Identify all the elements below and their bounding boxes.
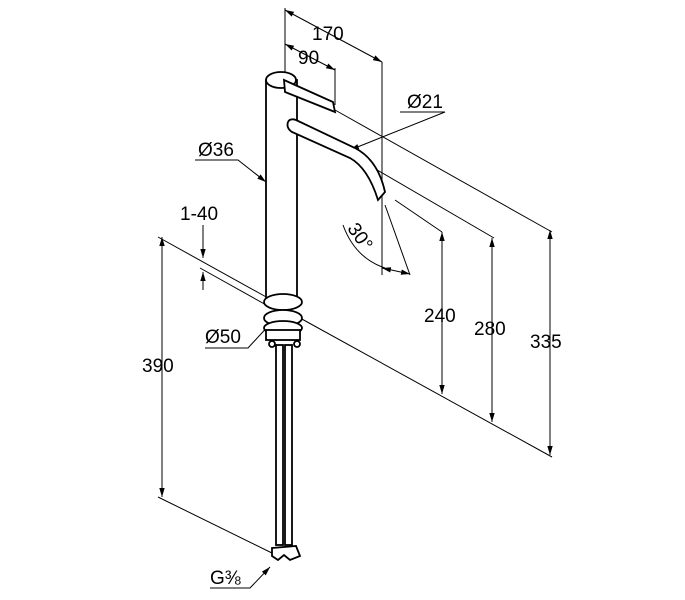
dimension-lines xyxy=(159,9,553,589)
dim-body-diameter: Ø36 xyxy=(198,140,234,161)
extension-lines xyxy=(157,8,553,556)
dim-spout-diameter: Ø21 xyxy=(407,92,443,113)
dim-spout-outlet-height: 240 xyxy=(424,306,456,327)
dim-total-height: 335 xyxy=(530,332,562,353)
dim-handle-reach: 90 xyxy=(298,48,319,69)
dim-spout-top-height: 280 xyxy=(474,319,506,340)
faucet-body xyxy=(265,71,386,301)
dim-base-diameter: Ø50 xyxy=(205,327,241,348)
dim-hose-length: 390 xyxy=(142,356,174,377)
supply-hoses xyxy=(271,344,302,562)
dim-spout-angle: 30° xyxy=(343,219,377,255)
dim-deck-thickness: 1-40 xyxy=(180,204,218,225)
dim-connection-thread: G⅜ xyxy=(210,568,241,589)
mounting-rings xyxy=(263,293,303,348)
dim-spout-reach: 170 xyxy=(312,24,344,45)
